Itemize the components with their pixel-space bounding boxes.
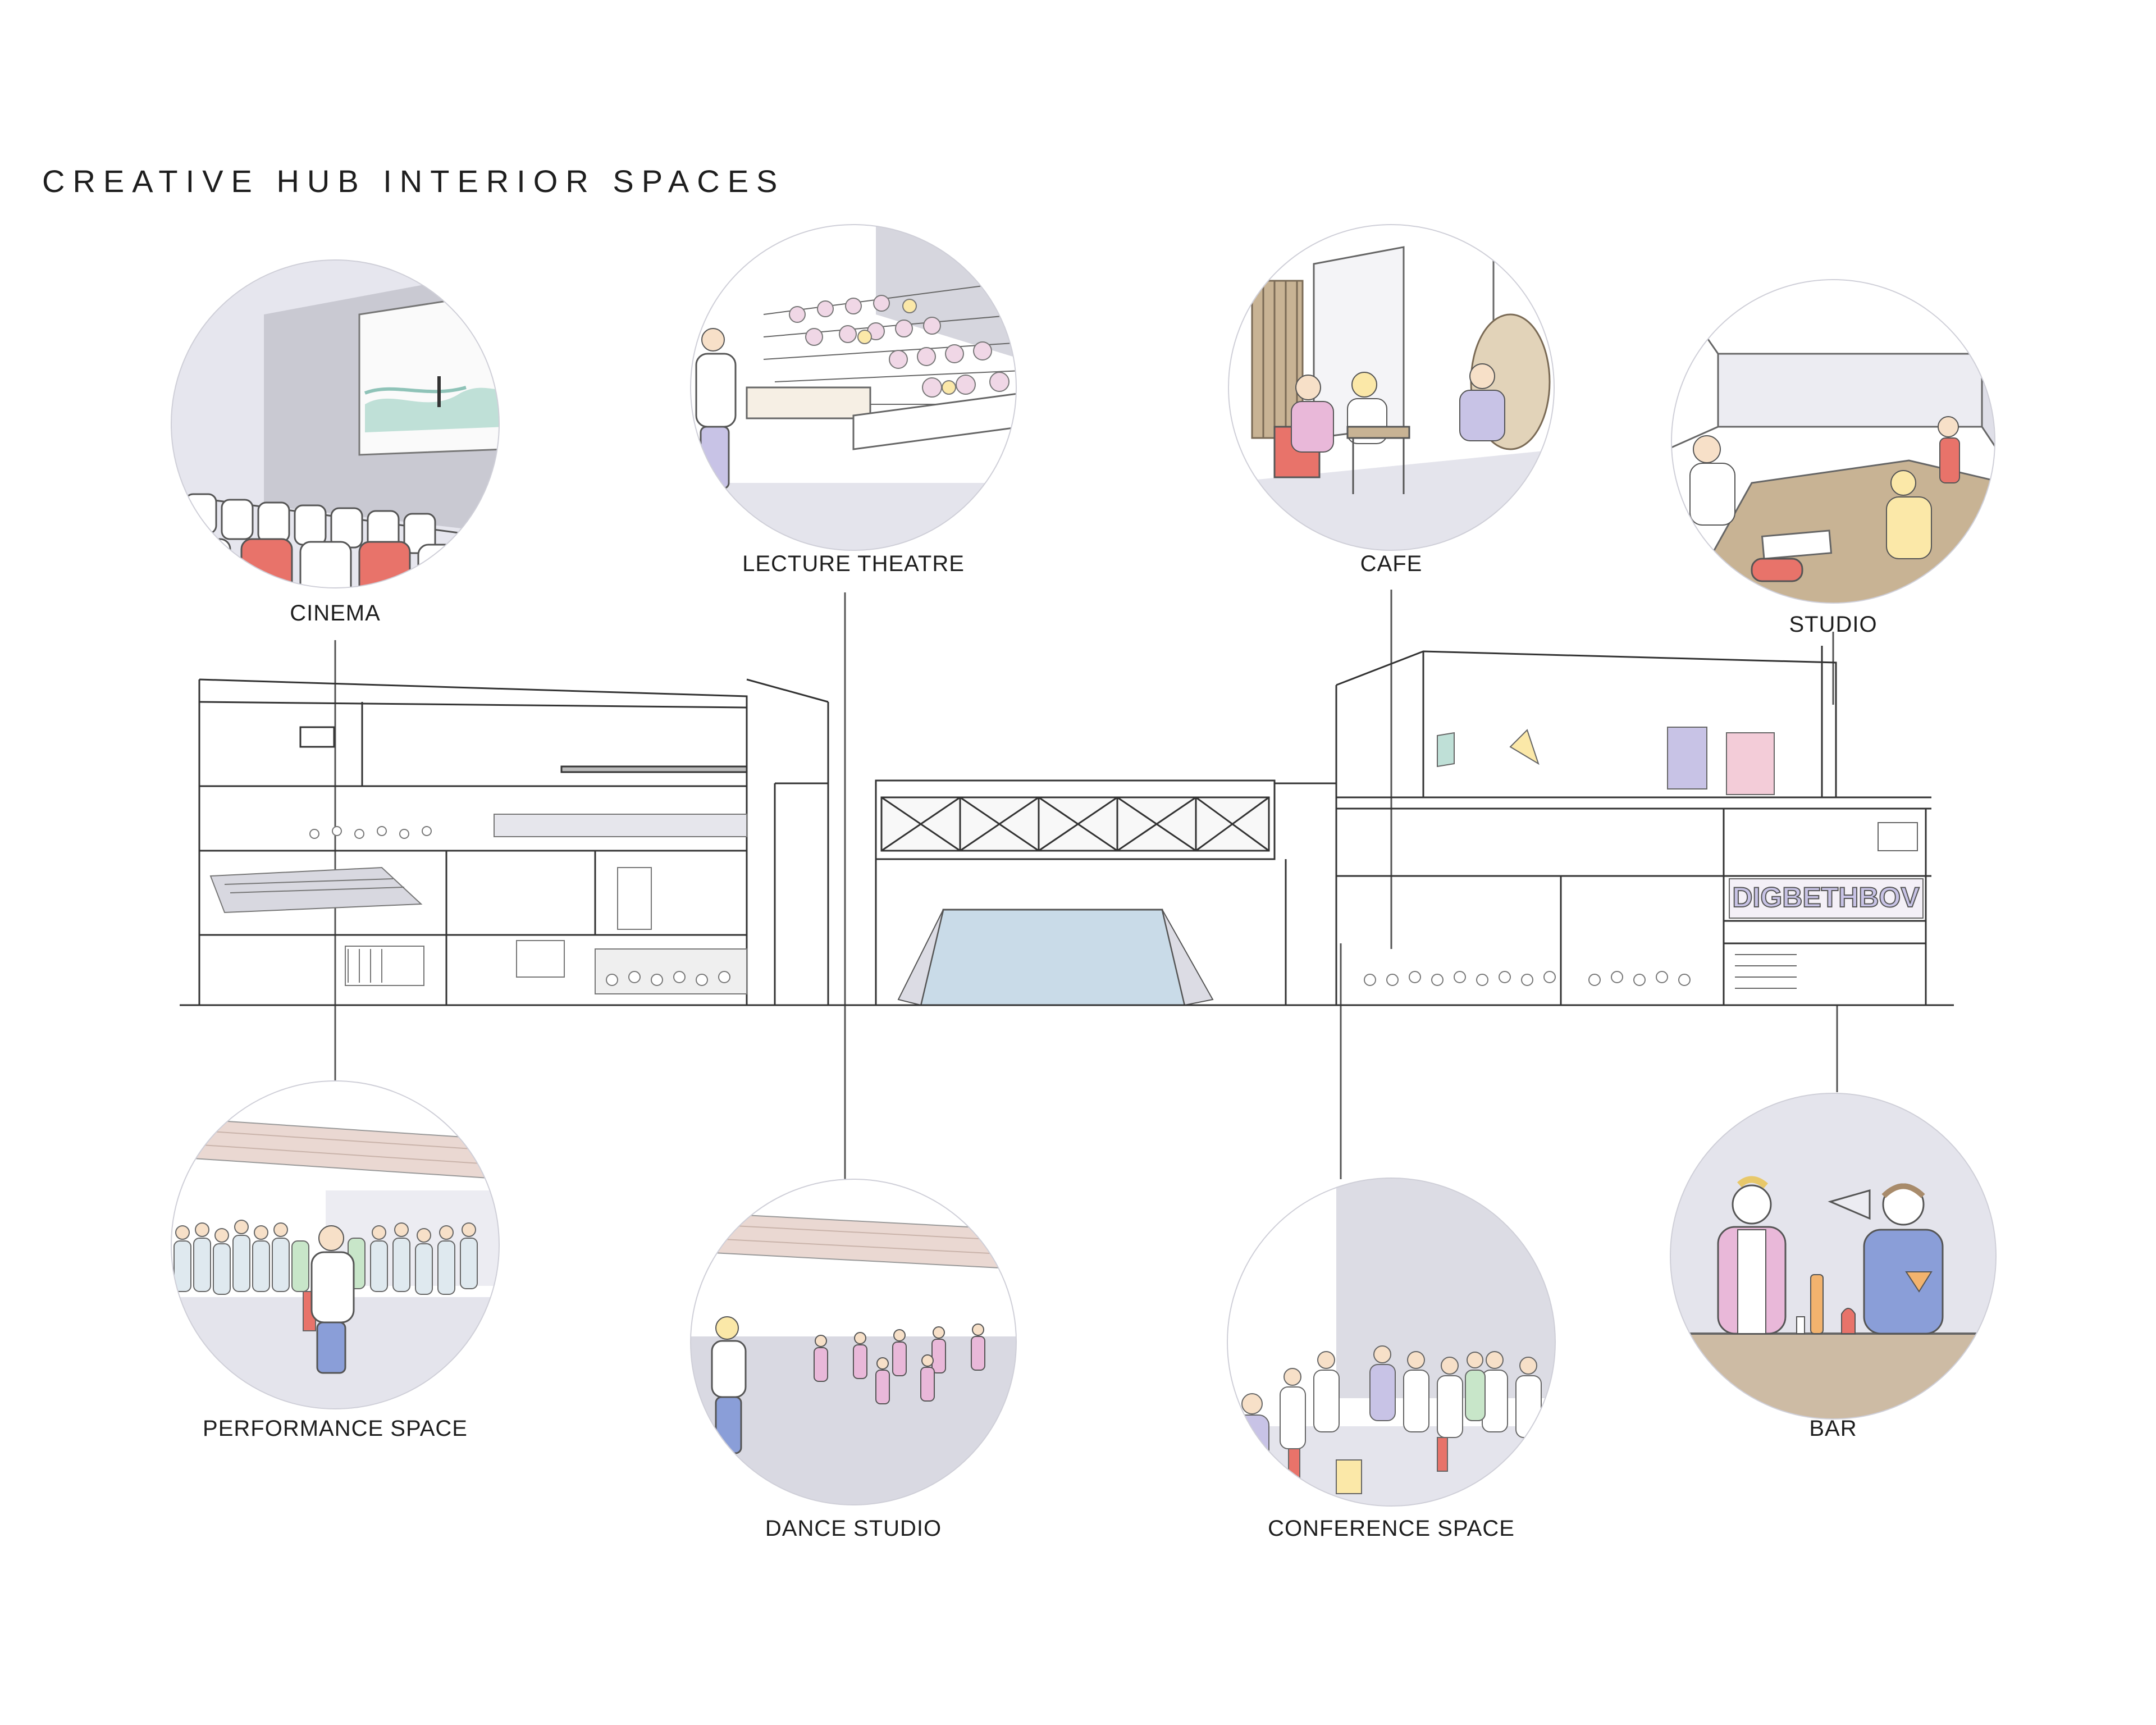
performance-space-vignette: [171, 1081, 499, 1409]
cinema-vignette: [171, 260, 499, 588]
bartender-right: [1828, 1183, 1944, 1335]
performer: [310, 1225, 355, 1374]
label-cinema: CINEMA: [290, 601, 381, 626]
conference-space-vignette: [1227, 1178, 1555, 1506]
label-performance-space: PERFORMANCE SPACE: [203, 1416, 468, 1441]
mural-lettering: DIGBETHBOV: [1732, 882, 1920, 913]
dancers: [814, 1324, 985, 1404]
lecture-theatre-vignette: [691, 225, 1016, 550]
bartender-left: [1717, 1176, 1787, 1335]
bar-vignette: [1670, 1093, 1996, 1419]
studio-people: [1689, 416, 1960, 559]
crowd: [173, 1220, 478, 1331]
label-bar: BAR: [1809, 1416, 1857, 1441]
connector-lines: [334, 590, 1838, 1179]
building-section: [180, 646, 1954, 1006]
label-conference-space: CONFERENCE SPACE: [1268, 1516, 1515, 1541]
page-title: CREATIVE HUB INTERIOR SPACES: [42, 163, 785, 199]
label-dance-studio: DANCE STUDIO: [765, 1516, 942, 1541]
cafe-vignette: [1228, 225, 1554, 550]
label-lecture-theatre: LECTURE THEATRE: [742, 551, 965, 576]
cafe-people: [1291, 363, 1505, 453]
label-cafe: CAFE: [1360, 551, 1423, 576]
label-studio: STUDIO: [1789, 612, 1878, 637]
dance-studio-vignette: [691, 1179, 1016, 1505]
studio-vignette: [1671, 280, 1995, 603]
